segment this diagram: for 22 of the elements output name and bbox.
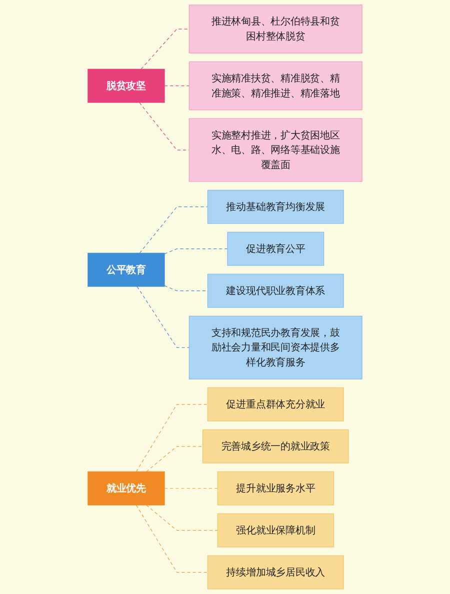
node-box: 促进重点群体充分就业: [207, 387, 344, 422]
node-box: 公平教育: [88, 252, 165, 287]
connector: [136, 286, 190, 348]
connector: [140, 28, 190, 70]
connector: [164, 248, 228, 254]
connector: [146, 446, 204, 472]
connector: [139, 102, 190, 150]
node-box: 强化就业保障机制: [217, 513, 334, 548]
node-box: 推动基础教育均衡发展: [207, 190, 344, 224]
node-box: 完善城乡统一的就业政策: [202, 429, 349, 464]
node-box: 实施整村推进，扩大贫困地区水、电、路、网络等基础设施覆盖面: [188, 118, 362, 182]
node-box: 促进教育公平: [227, 232, 324, 266]
connector: [136, 404, 208, 472]
connector: [136, 504, 208, 573]
node-box: 推进林甸县、杜尔伯特县和贫困村整体脱贫: [188, 4, 362, 54]
node-box: 持续增加城乡居民收入: [207, 555, 344, 590]
node-box: 建设现代职业教育体系: [207, 274, 344, 308]
node-box: 提升就业服务水平: [217, 471, 334, 506]
node-box: 实施精准扶贫、精准脱贫、精准施策、精准推进、精准落地: [188, 61, 362, 110]
node-box: 脱贫攻坚: [88, 68, 165, 103]
node-box: 就业优先: [88, 471, 165, 506]
node-box: 支持和规范民办教育发展，鼓励社会力量和民间资本提供多样化教育服务: [188, 316, 362, 380]
